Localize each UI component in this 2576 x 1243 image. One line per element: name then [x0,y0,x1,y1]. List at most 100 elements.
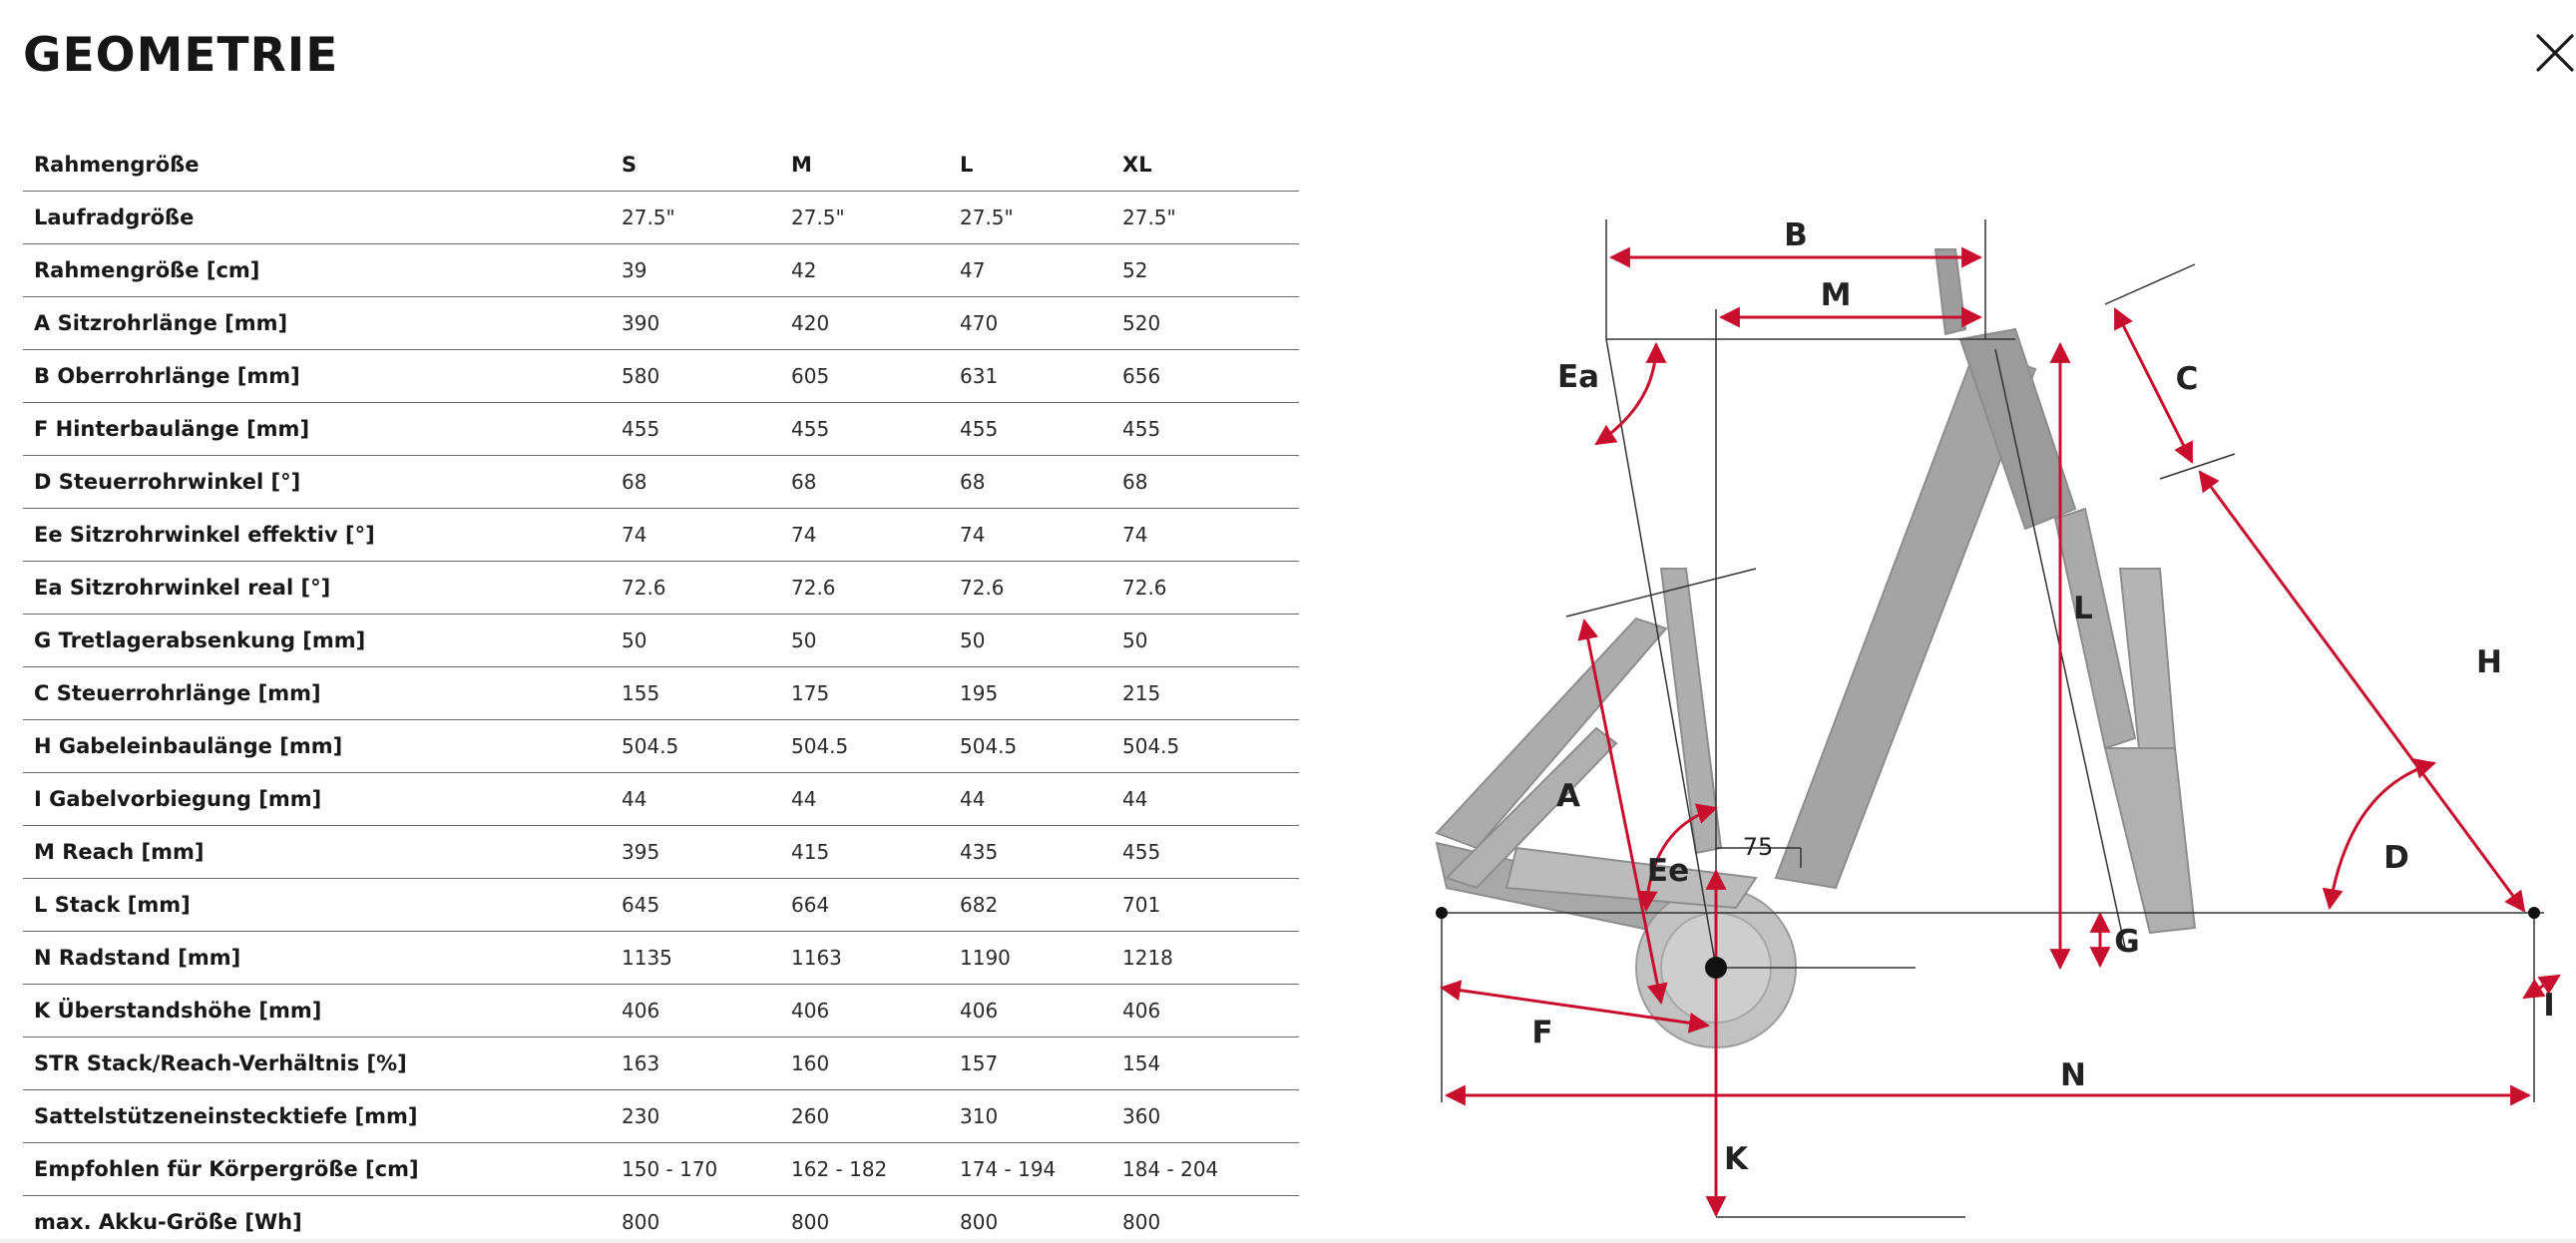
header-size-s: S [622,139,791,192]
cell-size-xl: 656 [1122,349,1299,403]
cell-size-l: 631 [960,349,1122,403]
cell-size-s: 68 [622,455,791,509]
cell-size-l: 435 [960,825,1122,879]
cell-size-s: 39 [622,243,791,297]
row-label: F Hinterbaulänge [mm] [23,402,622,456]
cell-size-xl: 27.5" [1122,191,1299,244]
row-label: STR Stack/Reach-Verhältnis [%] [23,1036,622,1090]
dim-label-k: K [1724,1141,1749,1177]
cell-size-m: 162 - 182 [791,1142,960,1196]
cell-size-s: 72.6 [622,561,791,615]
row-label: max. Akku-Größe [Wh] [23,1195,622,1243]
cell-size-l: 27.5" [960,191,1122,244]
row-label: Empfohlen für Körpergröße [cm] [23,1142,622,1196]
bottom-divider [0,1239,2576,1243]
cell-size-m: 44 [791,772,960,826]
header-size-xl: XL [1122,139,1299,192]
cell-size-s: 74 [622,508,791,562]
cell-size-m: 455 [791,402,960,456]
cell-size-l: 44 [960,772,1122,826]
cell-size-m: 504.5 [791,719,960,773]
cell-size-s: 406 [622,984,791,1037]
cell-size-xl: 701 [1122,878,1299,932]
cell-size-l: 50 [960,614,1122,667]
rear-axle-dot [1436,907,1448,919]
cell-size-s: 50 [622,614,791,667]
cell-size-m: 160 [791,1036,960,1090]
row-label: Sattelstützeneinstecktiefe [mm] [23,1089,622,1143]
row-label: Ee Sitzrohrwinkel effektiv [°] [23,508,622,562]
cell-size-m: 68 [791,455,960,509]
cell-size-s: 580 [622,349,791,403]
cell-size-s: 163 [622,1036,791,1090]
row-label: G Tretlagerabsenkung [mm] [23,614,622,667]
cell-size-s: 155 [622,666,791,720]
row-label: L Stack [mm] [23,878,622,932]
row-label: H Gabeleinbaulänge [mm] [23,719,622,773]
row-label: C Steuerrohrlänge [mm] [23,666,622,720]
dim-label-g: G [2114,924,2139,960]
row-label: A Sitzrohrlänge [mm] [23,296,622,350]
cell-size-xl: 44 [1122,772,1299,826]
dim-label-m: M [1821,277,1852,313]
front-axle-dot [2528,907,2540,919]
cell-size-l: 195 [960,666,1122,720]
cell-size-m: 420 [791,296,960,350]
cell-size-m: 800 [791,1195,960,1243]
cell-size-xl: 72.6 [1122,561,1299,615]
dim-label-d: D [2383,840,2409,876]
close-button[interactable] [2534,32,2576,74]
header-size-l: L [960,139,1122,192]
cell-size-xl: 184 - 204 [1122,1142,1299,1196]
cell-size-m: 74 [791,508,960,562]
cell-size-l: 1190 [960,931,1122,985]
cell-size-s: 390 [622,296,791,350]
cell-size-l: 800 [960,1195,1122,1243]
cell-size-s: 800 [622,1195,791,1243]
cell-size-m: 50 [791,614,960,667]
cell-size-xl: 215 [1122,666,1299,720]
dim-label-b: B [1784,217,1808,253]
cell-size-m: 1163 [791,931,960,985]
cell-size-l: 470 [960,296,1122,350]
cell-size-l: 310 [960,1089,1122,1143]
bottom-bracket-dot [1705,957,1727,979]
bike-frame [1435,248,2197,1048]
cell-size-l: 406 [960,984,1122,1037]
cell-size-m: 406 [791,984,960,1037]
cell-size-m: 42 [791,243,960,297]
cell-size-xl: 154 [1122,1036,1299,1090]
dim-label-a: A [1556,778,1580,814]
cell-size-xl: 52 [1122,243,1299,297]
cell-size-xl: 455 [1122,402,1299,456]
cell-size-xl: 800 [1122,1195,1299,1243]
table-header-row: Rahmengröße S M L XL [23,139,1299,192]
dim-label-i: I [2543,988,2555,1024]
cell-size-s: 395 [622,825,791,879]
dim-label-75: 75 [1743,833,1774,861]
cell-size-s: 27.5" [622,191,791,244]
cell-size-m: 260 [791,1089,960,1143]
dim-label-c: C [2176,361,2199,397]
cell-size-m: 664 [791,878,960,932]
cell-size-m: 72.6 [791,561,960,615]
cell-size-l: 47 [960,243,1122,297]
geometry-diagram: B M Ea C L H A Ee 75 D G F N I K [1435,217,2561,1218]
cell-size-xl: 360 [1122,1089,1299,1143]
cell-size-s: 1135 [622,931,791,985]
cell-size-l: 455 [960,402,1122,456]
